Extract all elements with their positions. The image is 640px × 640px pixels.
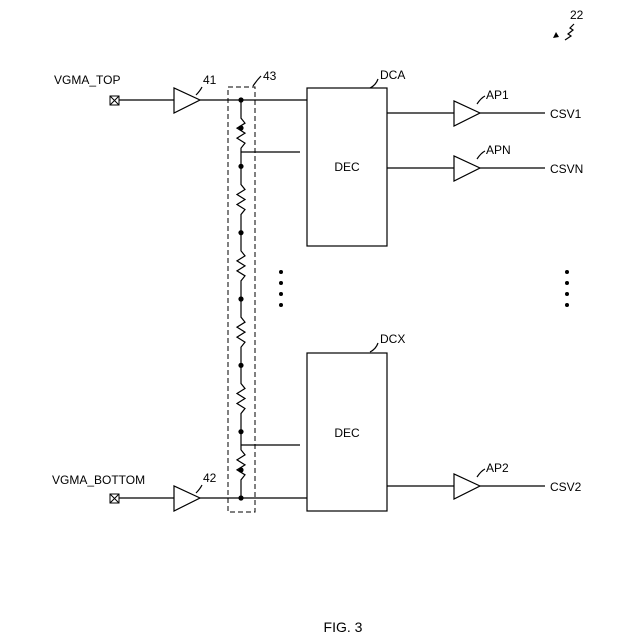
output-csvn-label: CSVN — [550, 162, 583, 176]
resistor-ladder-leader — [253, 76, 261, 86]
figure-ref-number: 22 — [570, 8, 584, 22]
decoder-dca-ref: DCA — [380, 68, 405, 82]
ladder-node-2 — [238, 230, 243, 235]
buffer-41-leader — [196, 87, 202, 95]
resistor-3 — [237, 233, 245, 299]
resistor-1 — [237, 100, 245, 166]
buffer-42-leader — [196, 485, 202, 493]
buffer-41 — [174, 88, 200, 113]
figure-ref-arrow — [565, 24, 574, 40]
ellipsis-dots-decoders — [279, 270, 283, 307]
buffer-42 — [174, 486, 200, 511]
resistor-4 — [237, 299, 245, 365]
vgma-bottom-label: VGMA_BOTTOM — [52, 473, 145, 487]
amplifier-ap1 — [454, 101, 480, 126]
amplifier-ap2 — [454, 474, 480, 499]
amplifier-apn-leader — [477, 151, 485, 159]
decoder-dcx-leader — [370, 343, 378, 352]
vgma-top-label: VGMA_TOP — [54, 73, 120, 87]
ladder-node-top — [238, 97, 243, 102]
amplifier-apn-ref: APN — [486, 143, 511, 157]
amplifier-ap2-ref: AP2 — [486, 461, 509, 475]
ladder-node-lower-tap — [238, 467, 243, 472]
ladder-node-3 — [238, 296, 243, 301]
amplifier-ap1-leader — [477, 96, 485, 104]
ladder-node-bottom — [238, 495, 243, 500]
output-csv1-label: CSV1 — [550, 107, 582, 121]
ladder-node-upper-tap — [238, 125, 243, 130]
resistor-6 — [237, 432, 245, 498]
resistor-5 — [237, 365, 245, 431]
buffer-42-ref: 42 — [203, 471, 217, 485]
decoder-dcx-ref: DCX — [380, 332, 405, 346]
resistor-ladder-ref: 43 — [263, 69, 277, 83]
amplifier-ap1-ref: AP1 — [486, 88, 509, 102]
decoder-dca-leader — [370, 79, 378, 88]
resistor-2 — [237, 166, 245, 232]
vgma-top-pin — [110, 96, 119, 105]
ellipsis-dots-outputs — [565, 270, 569, 307]
decoder-dcx-label: DEC — [334, 426, 360, 440]
figure-ref-arrowhead — [553, 32, 559, 38]
figure-caption: FIG. 3 — [324, 619, 363, 635]
decoder-dca-label: DEC — [334, 160, 360, 174]
amplifier-apn — [454, 156, 480, 181]
vgma-bottom-pin — [110, 494, 119, 503]
buffer-41-ref: 41 — [203, 73, 217, 87]
amplifier-ap2-leader — [477, 469, 485, 477]
ladder-node-5 — [238, 429, 243, 434]
output-csv2-label: CSV2 — [550, 480, 582, 494]
ladder-node-4 — [238, 363, 243, 368]
ladder-node-1 — [238, 164, 243, 169]
resistor-ladder — [237, 97, 245, 500]
